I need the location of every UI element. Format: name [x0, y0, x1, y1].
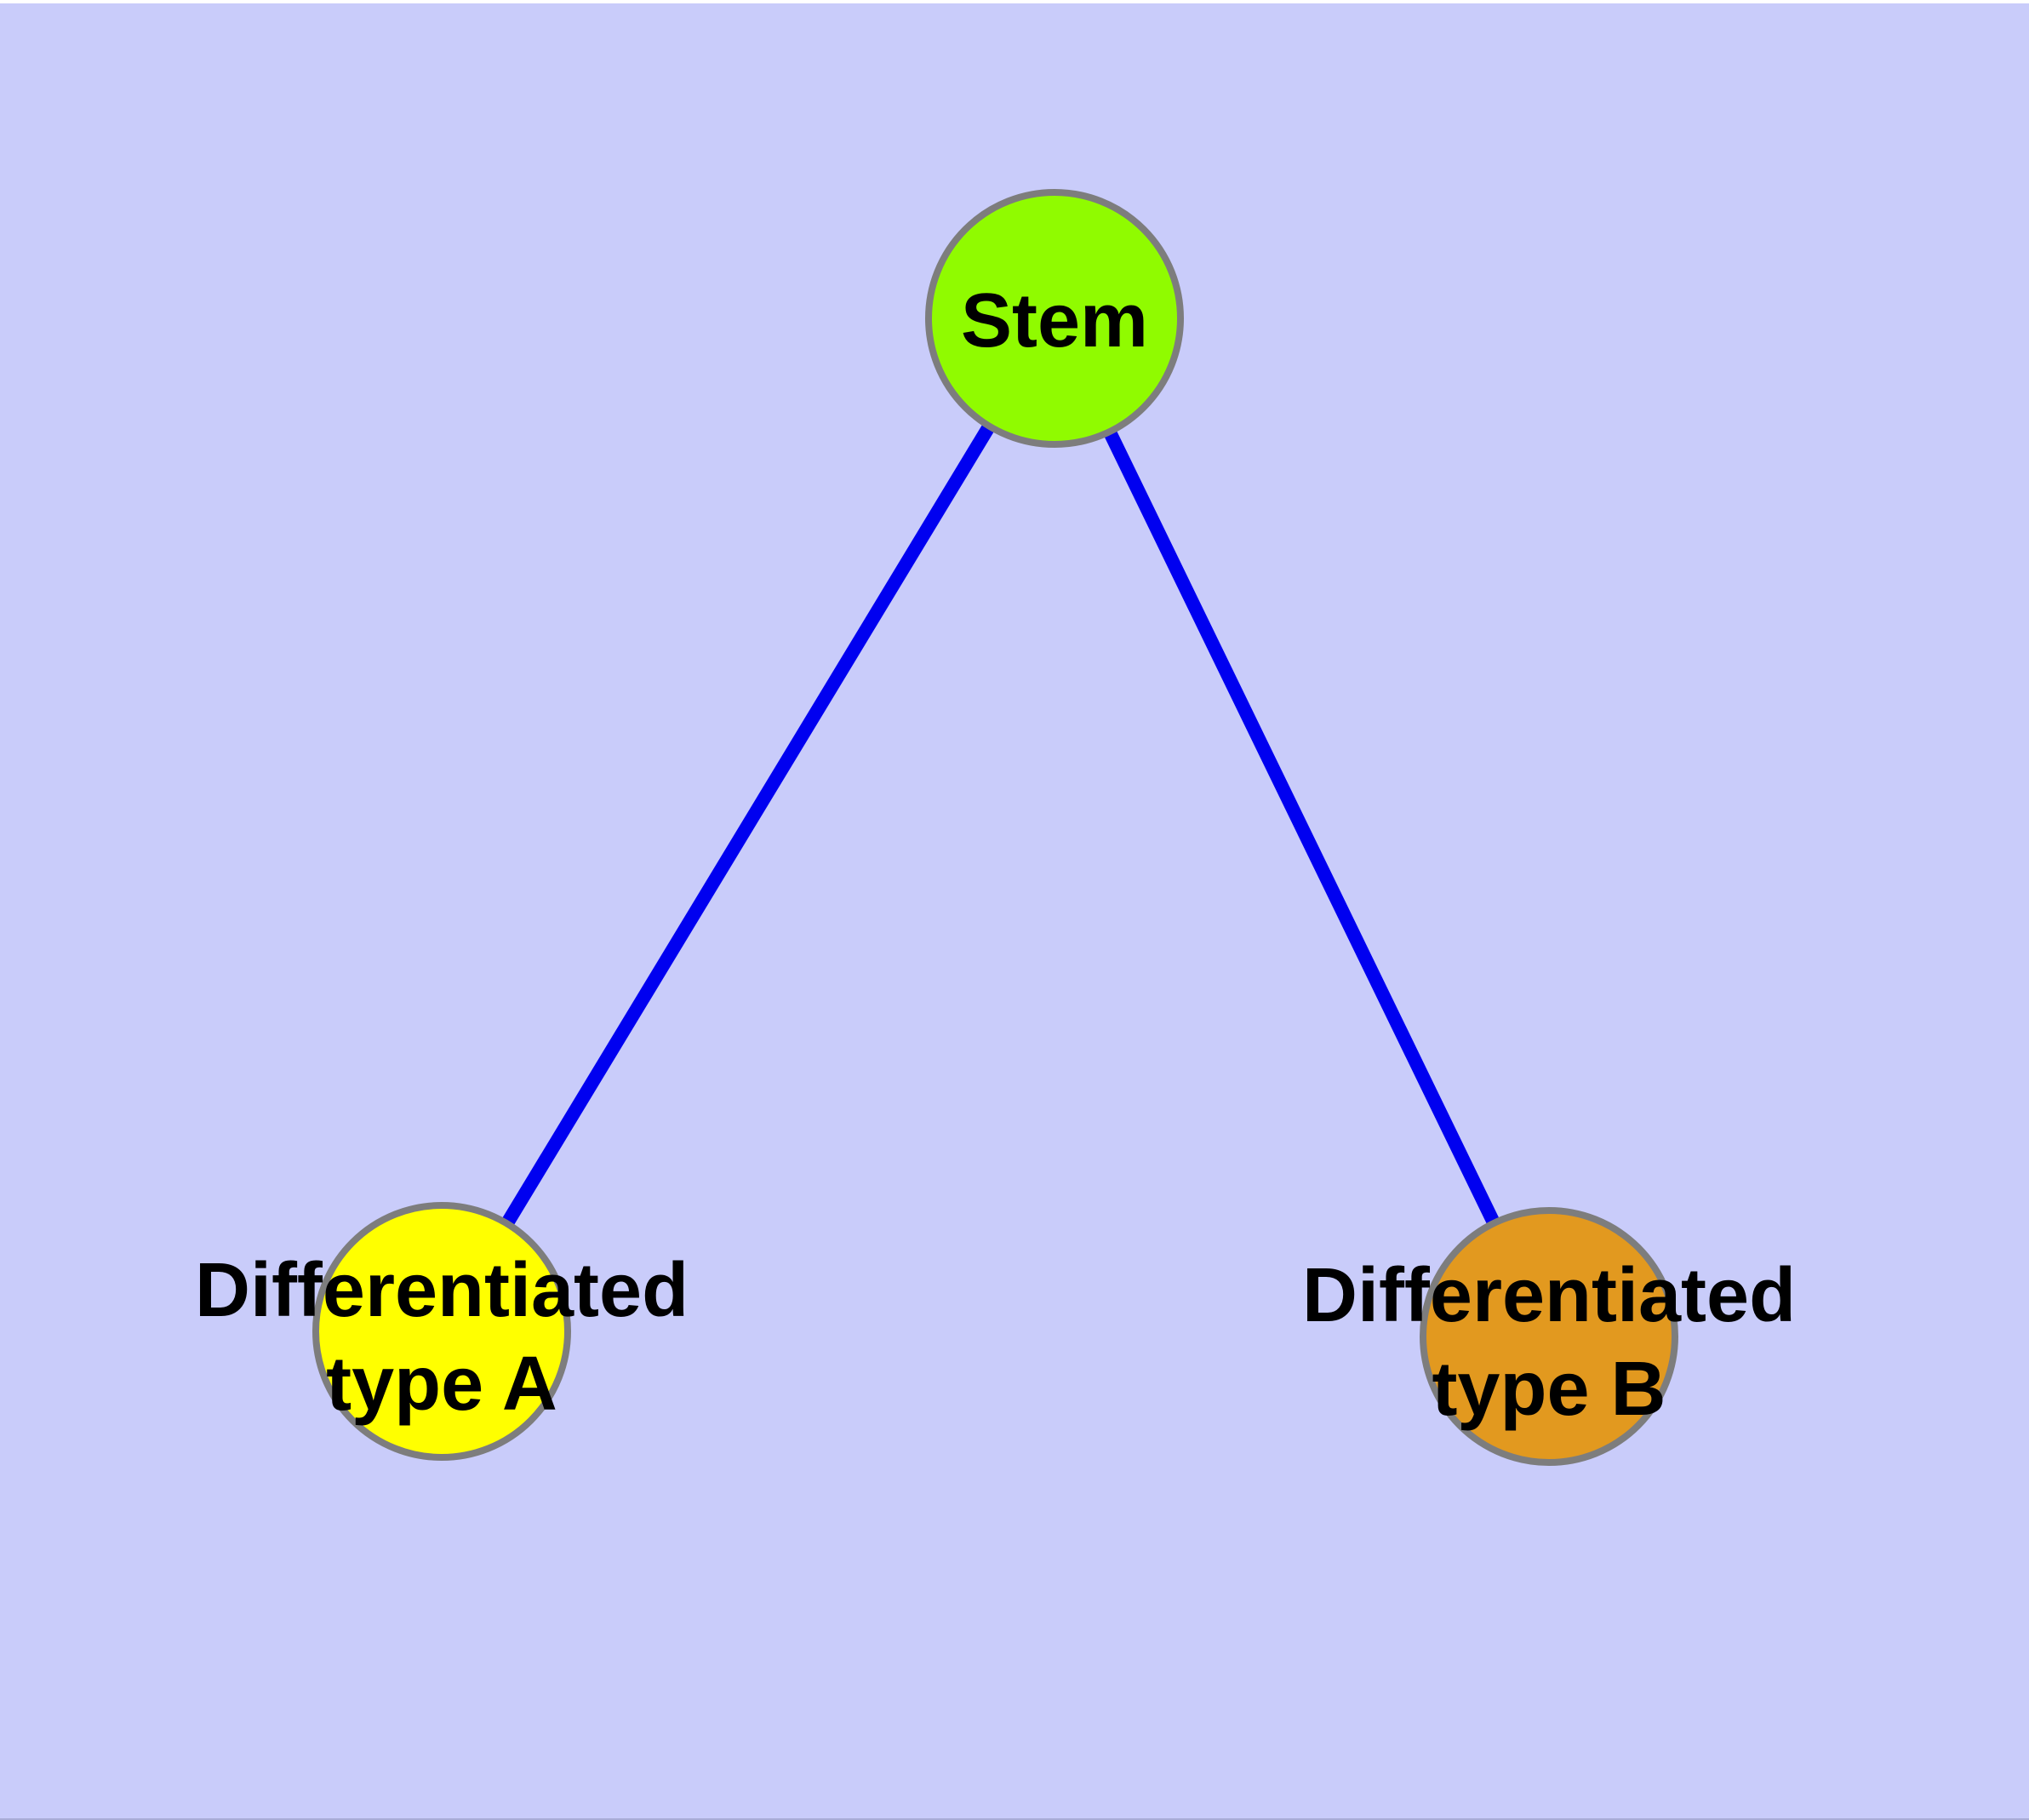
- edge-stem-to-type-b[interactable]: [1048, 315, 1556, 1340]
- node-differentiated-type-b-label: Differentiated type B: [1301, 1253, 1797, 1432]
- node-differentiated-type-a-circle[interactable]: [312, 1202, 571, 1461]
- window-top-strip: [0, 0, 2029, 3]
- node-differentiated-type-a-label: Differentiated type A: [194, 1248, 689, 1427]
- window-bottom-strip: [0, 1818, 2029, 1820]
- node-stem-circle[interactable]: [925, 189, 1184, 448]
- node-stem-label: Stem: [960, 278, 1149, 363]
- node-differentiated-type-b-circle[interactable]: [1420, 1207, 1678, 1466]
- edge-stem-to-type-a[interactable]: [436, 314, 1060, 1336]
